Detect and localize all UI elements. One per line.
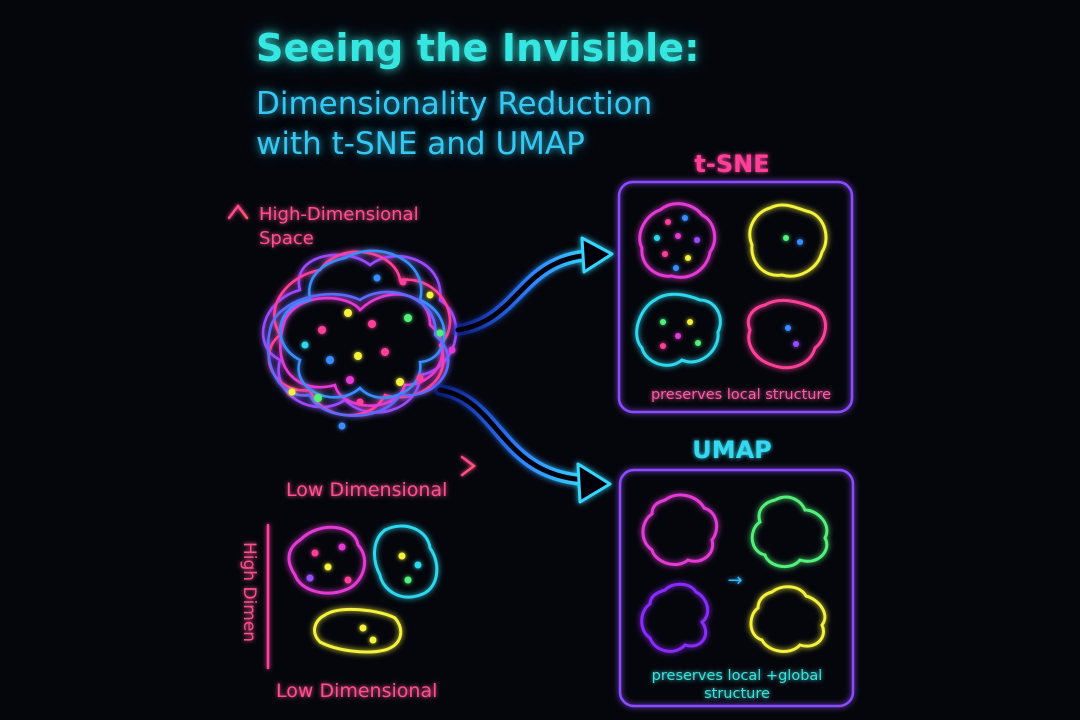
umap-cluster-magenta (641, 493, 719, 566)
main-x-axis-arrowhead (460, 455, 477, 477)
umap-cluster-green (750, 495, 829, 569)
page-subtitle-line2: with t-SNE and UMAP (256, 126, 585, 162)
umap-clusters (640, 493, 829, 653)
arrow-to-umap (434, 384, 612, 504)
tsne-clusters (635, 202, 828, 370)
small-cluster-cyan (373, 524, 439, 599)
tsne-heading: t-SNE (694, 150, 769, 178)
umap-cluster-yellow (749, 585, 827, 653)
umap-heading: UMAP (692, 436, 772, 464)
tsne-cluster-pink (746, 298, 827, 370)
page-subtitle-line1: Dimensionality Reduction (256, 86, 653, 122)
small-y-label: High Dimen (239, 542, 259, 642)
tsne-panel (617, 180, 854, 414)
tsne-caption: preserves local structure (651, 387, 831, 403)
high-dim-points (288, 274, 456, 430)
small-x-label: Low Dimensional (276, 680, 437, 702)
tsne-cluster-cyan (635, 292, 722, 367)
tsne-cluster-magenta (638, 202, 717, 279)
arrow-to-tsne (452, 236, 614, 336)
main-y-label-line1: High-Dimensional (259, 204, 419, 225)
tsne-cluster-yellow (748, 203, 828, 278)
umap-caption-line1: preserves local +global (652, 668, 823, 684)
umap-arrow-icon: → (727, 570, 742, 591)
umap-caption-line2: structure (704, 686, 770, 702)
tsne-points (654, 215, 803, 349)
main-x-label: Low Dimensional (286, 479, 447, 501)
small-cluster-magenta (287, 525, 367, 595)
main-y-label-line2: Space (259, 228, 314, 249)
umap-cluster-purple (640, 582, 710, 653)
small-cluster-yellow (313, 608, 403, 654)
small-axes (266, 523, 454, 670)
main-axes (227, 203, 477, 477)
small-points (306, 543, 422, 644)
main-y-axis-arrowhead (227, 203, 249, 220)
small-clusters (287, 524, 439, 654)
page-title: Seeing the Invisible: (256, 26, 700, 70)
umap-panel (618, 468, 855, 708)
